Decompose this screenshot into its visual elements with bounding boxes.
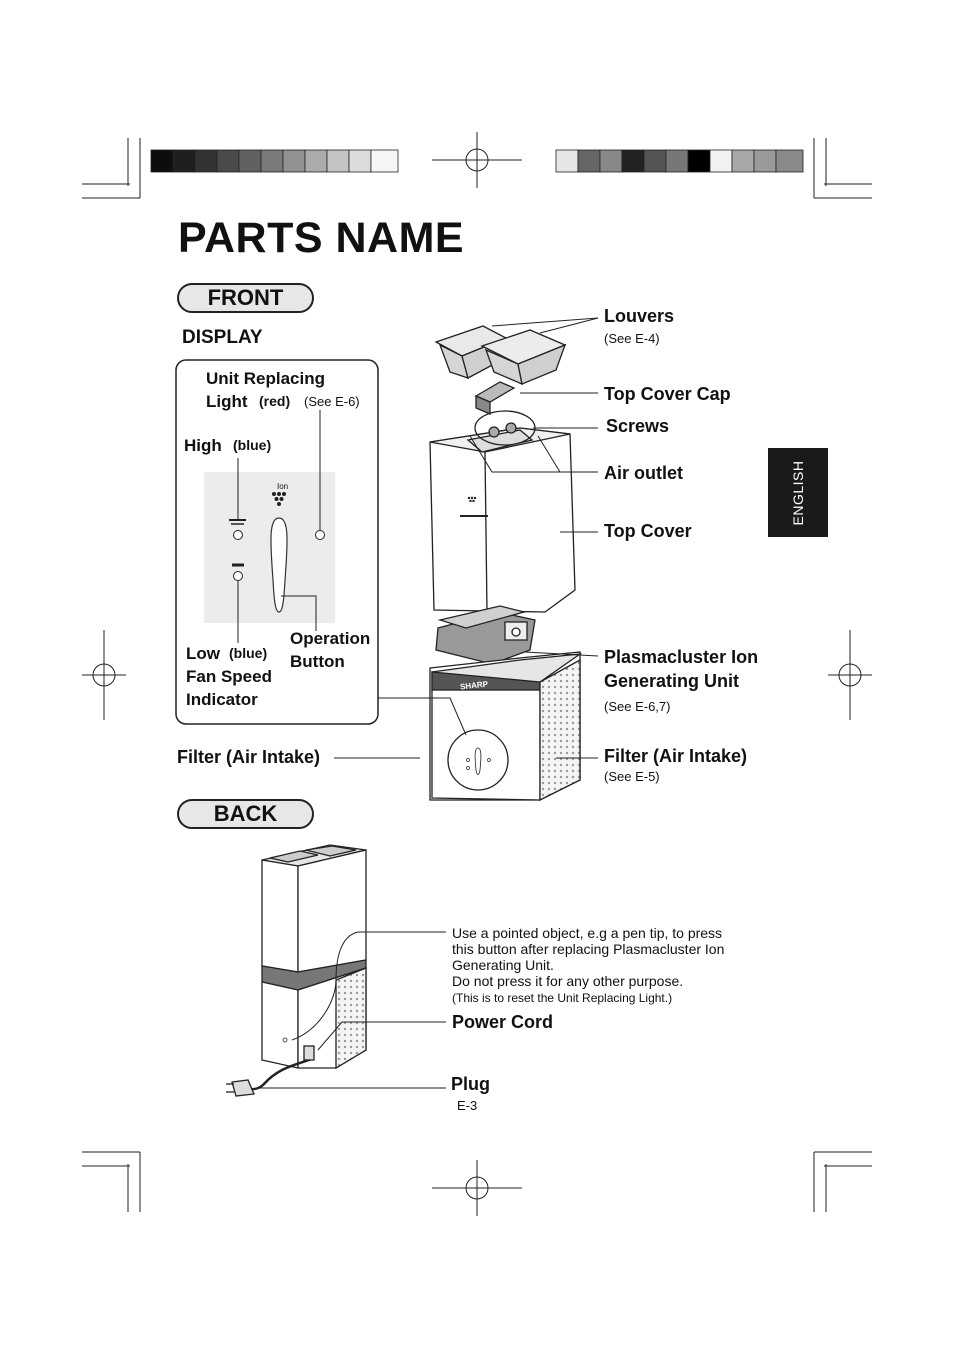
high-label: High	[184, 436, 222, 455]
unit-replacing-ref: (See E-6)	[304, 394, 360, 409]
plug-label: Plug	[451, 1074, 490, 1094]
language-tab: ENGLISH	[768, 448, 828, 537]
filter-left-label: Filter (Air Intake)	[177, 747, 321, 767]
louvers-label: Louvers	[604, 306, 675, 326]
crop-marks	[82, 138, 872, 1212]
filter-right-label: Filter (Air Intake)	[604, 746, 748, 766]
reset-note-line5: (This is to reset the Unit Replacing Lig…	[452, 991, 673, 1005]
low-color: (blue)	[229, 645, 268, 661]
fan-speed-line2: Indicator	[186, 690, 258, 709]
ion-text: Ion	[277, 482, 289, 491]
page-title: PARTS NAME	[178, 214, 465, 262]
registration-marks	[82, 132, 872, 1216]
front-section-label: FRONT	[177, 283, 314, 313]
high-color: (blue)	[233, 437, 272, 453]
plasmacluster-line2: Generating Unit	[604, 671, 740, 691]
power-cord-label: Power Cord	[452, 1012, 554, 1032]
reset-note-line1: Use a pointed object, e.g a pen tip, to …	[452, 925, 723, 941]
operation-line1: Operation	[290, 629, 371, 648]
reset-note-line3: Generating Unit.	[452, 957, 554, 973]
air-outlet-label: Air outlet	[604, 463, 683, 483]
plasmacluster-line1: Plasmacluster Ion	[604, 647, 759, 667]
front-unit-drawing	[429, 325, 583, 802]
unit-replacing-line2: Light	[206, 392, 248, 411]
fan-speed-line1: Fan Speed	[186, 667, 272, 686]
display-heading: DISPLAY	[182, 327, 263, 348]
gray-strip-right	[555, 149, 804, 173]
louvers-ref: (See E-4)	[604, 331, 660, 346]
back-leader-lines	[258, 931, 446, 1089]
page-number: E-3	[457, 1098, 478, 1113]
screws-label: Screws	[606, 416, 670, 436]
top-cover-cap-label: Top Cover Cap	[604, 384, 731, 404]
front-leader-lines	[334, 317, 599, 759]
gray-strip-left	[150, 149, 399, 173]
display-panel	[175, 359, 379, 725]
language-tab-text: ENGLISH	[790, 460, 806, 525]
reset-note-line4: Do not press it for any other purpose.	[452, 973, 684, 989]
reset-note-line2: this button after replacing Plasmacluste…	[452, 941, 725, 957]
operation-line2: Button	[290, 652, 345, 671]
low-label: Low	[186, 644, 220, 663]
back-unit-drawing	[226, 844, 367, 1097]
top-cover-label: Top Cover	[604, 521, 692, 541]
unit-replacing-line1: Unit Replacing	[206, 369, 326, 388]
unit-replacing-color: (red)	[259, 393, 291, 409]
back-section-label: BACK	[177, 799, 314, 829]
plasmacluster-ref: (See E-6,7)	[604, 699, 671, 714]
filter-right-ref: (See E-5)	[604, 769, 660, 784]
